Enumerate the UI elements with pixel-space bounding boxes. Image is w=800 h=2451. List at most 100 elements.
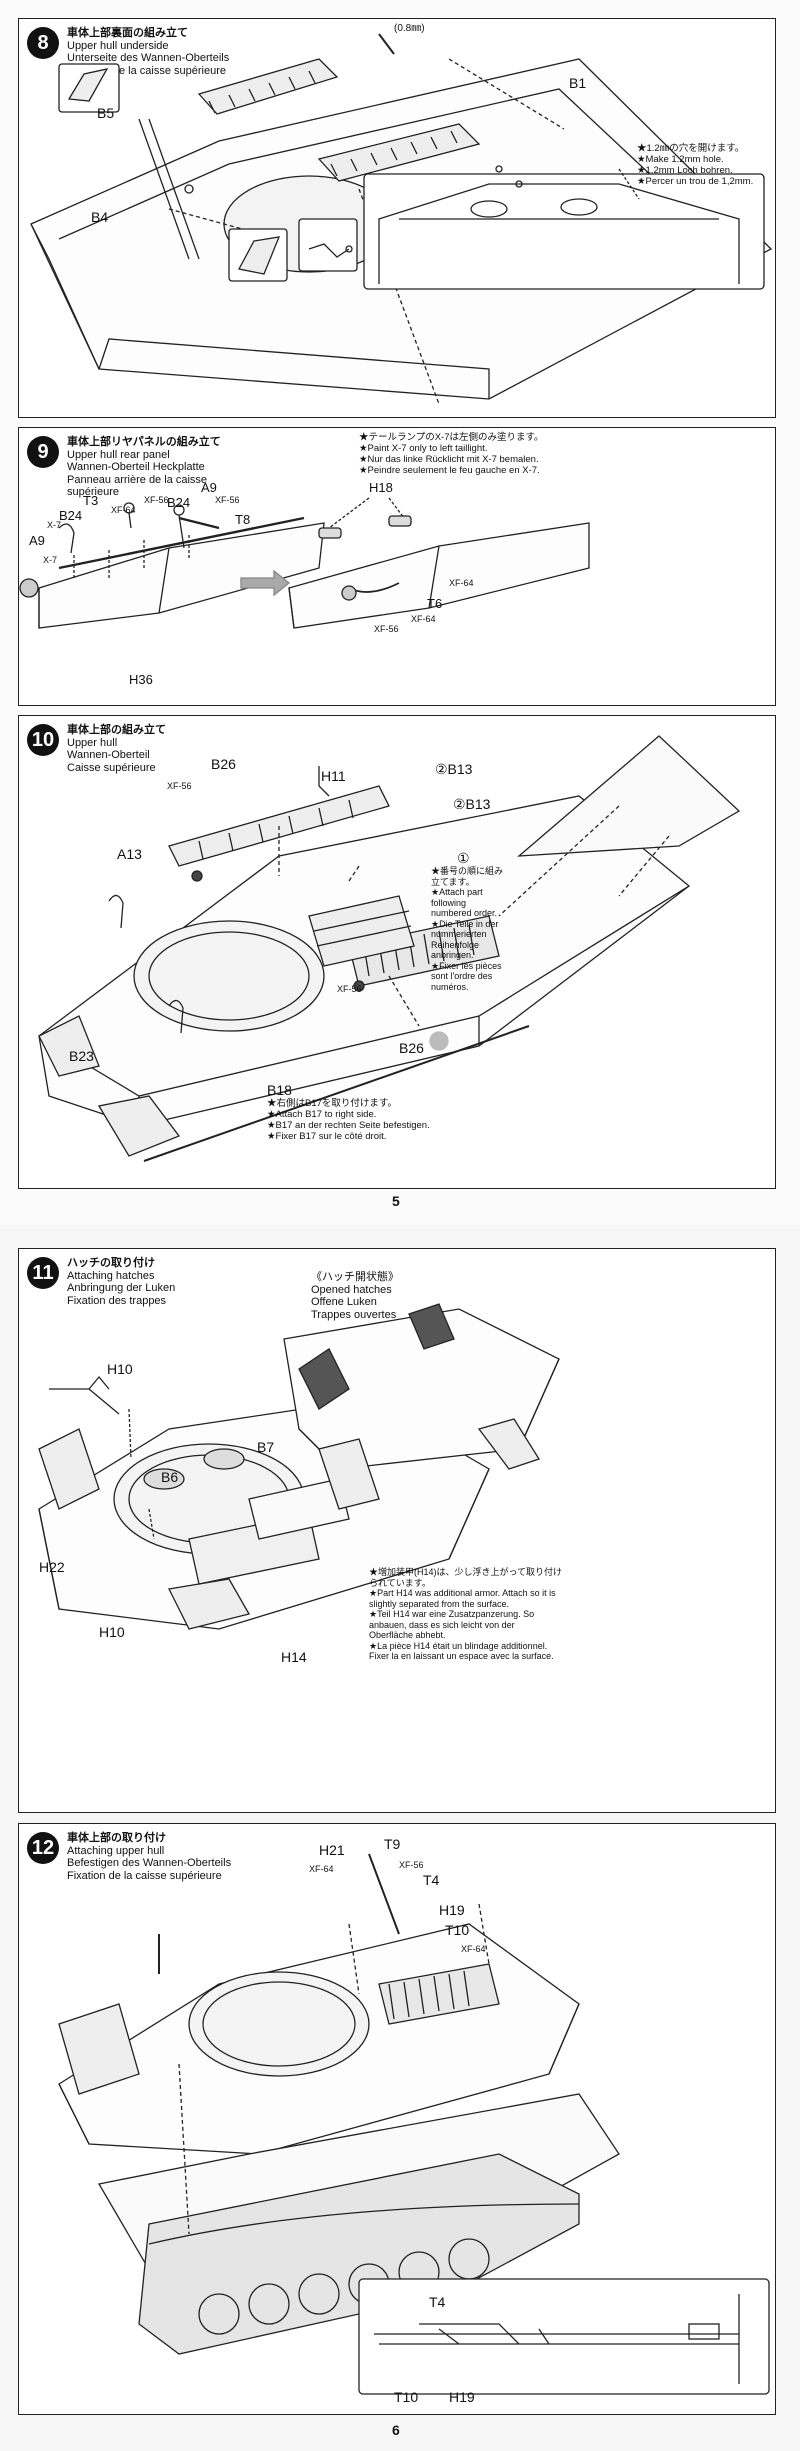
part-b13-label: ②B13 xyxy=(435,761,473,777)
step-number: 10 xyxy=(27,724,59,756)
attach-upper-hull-drawing xyxy=(58,1853,770,2395)
step-title: 車体上部の組み立て Upper hull Wannen-Oberteil Cai… xyxy=(67,724,166,774)
order-note-ja-2: 立てます。 xyxy=(431,876,475,887)
step-title-de: Wannen-Oberteil xyxy=(67,749,150,761)
taillight-note: ★テールランプのX-7は左側のみ塗ります。 ★Paint X-7 only to… xyxy=(359,432,544,476)
armor-note-fr: ★La pièce H14 était un blindage addition… xyxy=(369,1640,548,1651)
paint-xf64-label-3: XF-64 xyxy=(411,614,436,624)
armor-note-de-3: Oberfläche abhebt. xyxy=(369,1630,446,1640)
part-h19-label: H19 xyxy=(439,1902,465,1918)
drill-note-ja: ★1.2㎜の穴を開けます。 xyxy=(637,143,745,154)
order-note-de: ★Die Teile in der xyxy=(431,918,499,929)
paint-xf56-label: XF-56 xyxy=(399,1860,424,1870)
step-12-panel: 12 車体上部の取り付け Attaching upper hull Befest… xyxy=(18,1823,776,2415)
part-h11-label: H11 xyxy=(321,768,346,784)
part-a13-label: A13 xyxy=(117,846,142,862)
step-title-en: Upper hull underside xyxy=(67,39,169,52)
paint-xf64-label-2: XF-64 xyxy=(461,1944,486,1954)
step-number: 8 xyxy=(27,27,59,59)
step-title-ja: 車体上部の取り付け xyxy=(67,1832,166,1844)
part-t10-label: T10 xyxy=(445,1922,470,1938)
order-circle-1: ① xyxy=(457,850,470,866)
order-note-en-2: following xyxy=(431,897,467,908)
paint-xf56-label: XF-56 xyxy=(167,781,192,791)
part-b13-label-2: ②B13 xyxy=(453,796,491,812)
part-b26-label-2: B26 xyxy=(399,1040,424,1056)
taillight-note-ja: ★テールランプのX-7は左側のみ塗ります。 xyxy=(359,432,544,443)
hole-size-label: (0.8㎜) xyxy=(394,23,425,34)
part-b26-label: B26 xyxy=(211,756,236,772)
armor-note-en-2: slightly separated from the surface. xyxy=(369,1598,510,1609)
paint-xf64-label: XF-64 xyxy=(309,1864,334,1874)
part-b23-label: B23 xyxy=(69,1048,94,1064)
paint-x7-label-2: X-7 xyxy=(43,555,58,565)
taillight-note-en: ★Paint X-7 only to left taillight. xyxy=(359,443,488,454)
b17-note-ja: ★右側はB17を取り付けます。 xyxy=(267,1098,397,1109)
step-10-panel: 10 車体上部の組み立て Upper hull Wannen-Oberteil … xyxy=(18,715,776,1189)
hatches-drawing xyxy=(38,1303,560,1630)
order-note-de-4: anbringen. xyxy=(431,950,474,960)
order-note-de-3: Reihenfolge xyxy=(431,939,480,950)
additional-armor-note: ★増加装甲(H14)は、少し浮き上がって取り付け られています。 ★Part H… xyxy=(369,1567,562,1662)
step-title-ja: 車体上部の組み立て xyxy=(67,724,166,736)
order-note-en: ★Attach part xyxy=(431,887,483,897)
paint-xf56-label-2: XF-56 xyxy=(337,984,362,994)
part-b24-label: B24 xyxy=(59,508,83,523)
part-h10-label-2: H10 xyxy=(99,1624,125,1640)
opened-hatches-caption: 《ハッチ開状態》 Opened hatches Offene Luken Tra… xyxy=(311,1271,399,1321)
armor-note-en: ★Part H14 was additional armor. Attach s… xyxy=(369,1588,556,1598)
step-title-en: Upper hull rear panel xyxy=(67,448,170,461)
step-title: 車体上部リヤパネルの組み立て Upper hull rear panel Wan… xyxy=(67,436,221,499)
instruction-page-5: 8 車体上部裏面の組み立て Upper hull underside Unter… xyxy=(0,0,800,1225)
step-title-en: Upper hull xyxy=(67,736,118,749)
paint-x7-label: X-7 xyxy=(47,520,62,530)
part-t6-label: T6 xyxy=(427,596,443,611)
part-h22-label: H22 xyxy=(39,1559,65,1575)
part-b5-label: B5 xyxy=(97,105,115,121)
opened-caption-fr: Trappes ouvertes xyxy=(311,1308,397,1321)
step-title-fr: Fixation de la caisse supérieure xyxy=(67,1869,222,1882)
step-title-en: Attaching hatches xyxy=(67,1269,155,1282)
part-h10-label: H10 xyxy=(107,1361,133,1377)
order-note-fr-3: numéros. xyxy=(431,981,469,992)
armor-note-de: ★Teil H14 war eine Zusatzpanzerung. So xyxy=(369,1609,535,1619)
step-title-de: Wannen-Oberteil Heckplatte xyxy=(67,461,205,473)
part-b18-label: B18 xyxy=(267,1082,292,1098)
order-note-fr-2: sont l'ordre des xyxy=(431,971,493,981)
part-t3-label: T3 xyxy=(83,493,99,508)
armor-note-ja: ★増加装甲(H14)は、少し浮き上がって取り付け xyxy=(369,1567,563,1577)
part-b24-label-2: B24 xyxy=(167,495,191,510)
step-title-de: Befestigen des Wannen-Oberteils xyxy=(67,1857,232,1869)
order-note-de-2: nummerierten xyxy=(431,929,487,939)
step-title-de: Unterseite des Wannen-Oberteils xyxy=(67,52,230,64)
step-title-ja: 車体上部リヤパネルの組み立て xyxy=(67,436,221,448)
part-t8-label: T8 xyxy=(235,512,251,527)
opened-caption-ja: 《ハッチ開状態》 xyxy=(311,1271,399,1283)
part-b4-label: B4 xyxy=(91,209,109,225)
taillight-note-fr: ★Peindre seulement le feu gauche en X-7. xyxy=(359,465,540,476)
armor-note-ja-2: られています。 xyxy=(369,1577,431,1588)
order-note-en-3: numbered order. xyxy=(431,908,498,918)
part-b6-label: B6 xyxy=(161,1469,179,1485)
paint-xf64-label-2: XF-64 xyxy=(449,578,474,588)
armor-note-fr-2: Fixer la en laissant un espace avec la s… xyxy=(369,1651,554,1661)
part-h14-label: H14 xyxy=(281,1649,307,1665)
rear-panel-drawing xyxy=(19,497,590,629)
page-number-2: 6 xyxy=(392,2422,400,2438)
part-t9-label: T9 xyxy=(384,1836,401,1852)
step-title-fr: Fixation des trappes xyxy=(67,1294,167,1307)
page-number: 5 xyxy=(392,1193,400,1209)
hull-underside-drawing xyxy=(30,33,773,405)
b17-note: ★右側はB17を取り付けます。 ★Attach B17 to right sid… xyxy=(267,1098,430,1142)
step-title-fr-2: supérieure xyxy=(67,486,119,498)
part-h19-label-2: H19 xyxy=(449,2389,475,2405)
part-h18-label: H18 xyxy=(369,480,393,495)
armor-note-de-2: anbauen, dass es sich leicht von der xyxy=(369,1619,515,1630)
drill-note-en: ★Make 1.2mm hole. xyxy=(637,154,724,165)
order-note-fr: ★Fixer les pièces xyxy=(431,960,502,971)
step-title-fr: Panneau arrière de la caisse xyxy=(67,473,208,486)
drill-note-de: ★1,2mm Loch bohren. xyxy=(637,165,733,176)
step-number: 12 xyxy=(27,1832,59,1864)
drill-note: ★1.2㎜の穴を開けます。 ★Make 1.2mm hole. ★1,2mm L… xyxy=(637,143,753,187)
upper-hull-drawing xyxy=(38,735,741,1162)
